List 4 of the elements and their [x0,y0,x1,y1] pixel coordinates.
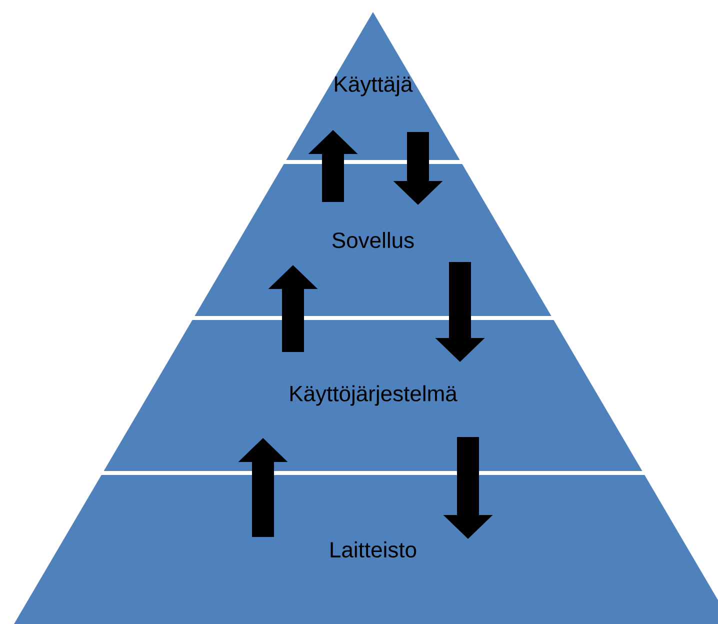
pyramid-band: Käyttöjärjestelmä [104,320,642,471]
pyramid-band: Käyttäjä [286,12,460,160]
pyramid-band: Laitteisto [14,475,718,624]
pyramid-band: Sovellus [194,164,552,316]
